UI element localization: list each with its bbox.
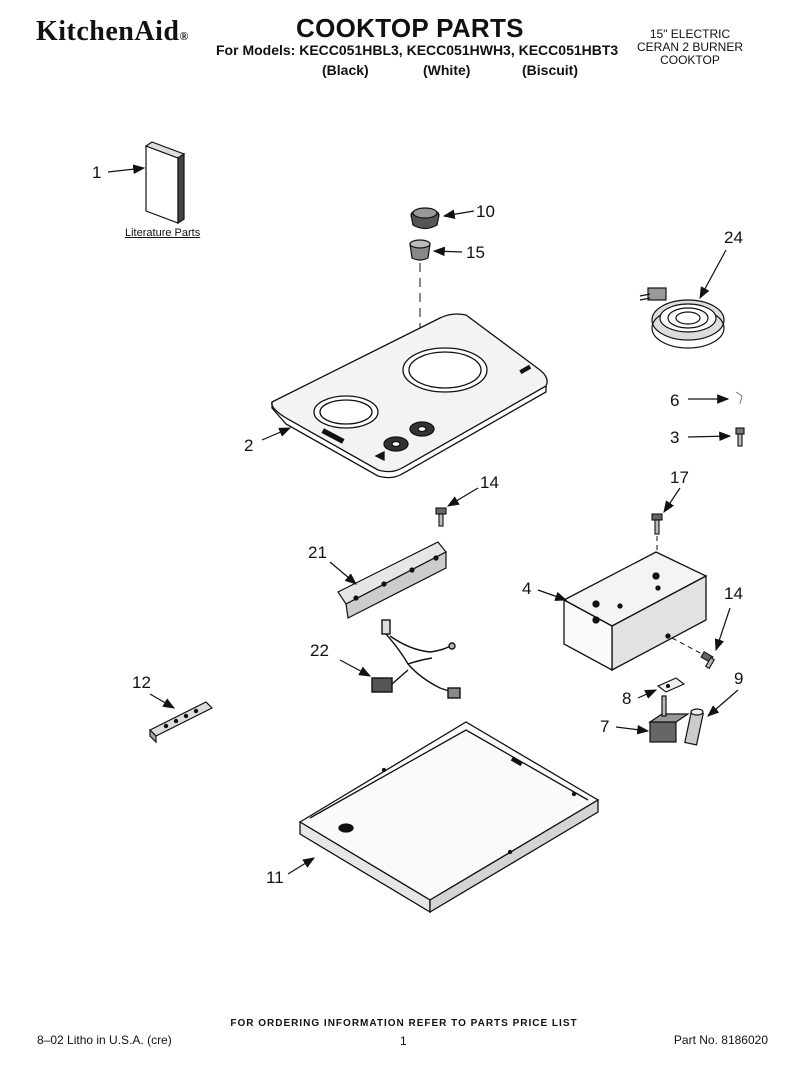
callout-22: 22	[310, 641, 329, 660]
switch-mounting-plate	[656, 677, 686, 693]
element-screw	[735, 427, 745, 447]
callout-leaders	[107, 164, 739, 875]
infinite-switch	[648, 695, 690, 743]
callout-11: 11	[266, 868, 284, 887]
housing-screw	[700, 651, 715, 670]
product-description: 15" ELECTRIC CERAN 2 BURNER COOKTOP	[620, 28, 760, 67]
page-number: 1	[400, 1034, 407, 1048]
callout-4: 4	[522, 579, 532, 598]
callout-21: 21	[308, 543, 327, 562]
callout-17: 17	[670, 468, 689, 487]
brand-logo: KitchenAid®	[36, 16, 189, 48]
knob-insert	[409, 239, 431, 261]
bottom-pan	[298, 721, 600, 914]
callout-9: 9	[734, 669, 744, 688]
mounting-clip	[735, 391, 743, 405]
product-description-line: CERAN 2 BURNER	[636, 40, 744, 54]
bracket-screw	[435, 507, 447, 527]
page-title: COOKTOP PARTS	[296, 13, 524, 43]
color-white: (White)	[423, 62, 471, 78]
part-number: Part No. 8186020	[673, 1033, 768, 1047]
literature-booklet	[144, 141, 186, 225]
callout-3: 3	[670, 428, 680, 447]
callout-12: 12	[132, 673, 151, 692]
callout-6: 6	[670, 391, 680, 410]
color-black: (Black)	[322, 62, 369, 78]
callout-14-lower: 14	[724, 584, 743, 603]
mounting-bracket	[337, 541, 447, 619]
callout-24: 24	[724, 228, 743, 247]
ceramic-glass-cooktop	[271, 313, 548, 479]
callout-14-upper: 14	[480, 473, 499, 492]
indicator-light	[684, 708, 704, 746]
wire-harness	[371, 619, 461, 699]
model-list: For Models: KECC051HBL3, KECC051HWH3, KE…	[216, 42, 619, 58]
callout-15: 15	[466, 243, 485, 262]
product-description-line: COOKTOP	[660, 53, 720, 67]
litho-note: 8–02 Litho in U.S.A. (cre)	[37, 1033, 172, 1047]
callout-2: 2	[244, 436, 254, 455]
control-knob	[410, 207, 440, 230]
brand-name: KitchenAid	[36, 16, 180, 47]
callout-7: 7	[600, 717, 610, 736]
callout-1: 1	[92, 163, 102, 182]
color-biscuit: (Biscuit)	[522, 62, 578, 78]
ordering-note: FOR ORDERING INFORMATION REFER TO PARTS …	[230, 1018, 578, 1029]
literature-parts-label: Literature Parts	[125, 227, 201, 239]
product-description-line: 15" ELECTRIC	[649, 27, 731, 41]
callout-8: 8	[622, 689, 632, 708]
callout-10: 10	[476, 202, 495, 221]
box-screw	[651, 513, 663, 535]
brand-registered-mark: ®	[179, 29, 189, 43]
control-housing	[562, 551, 708, 672]
terminal-block-bracket	[148, 701, 214, 744]
radiant-surface-element	[639, 287, 725, 349]
assembly-guide-line	[671, 637, 703, 655]
